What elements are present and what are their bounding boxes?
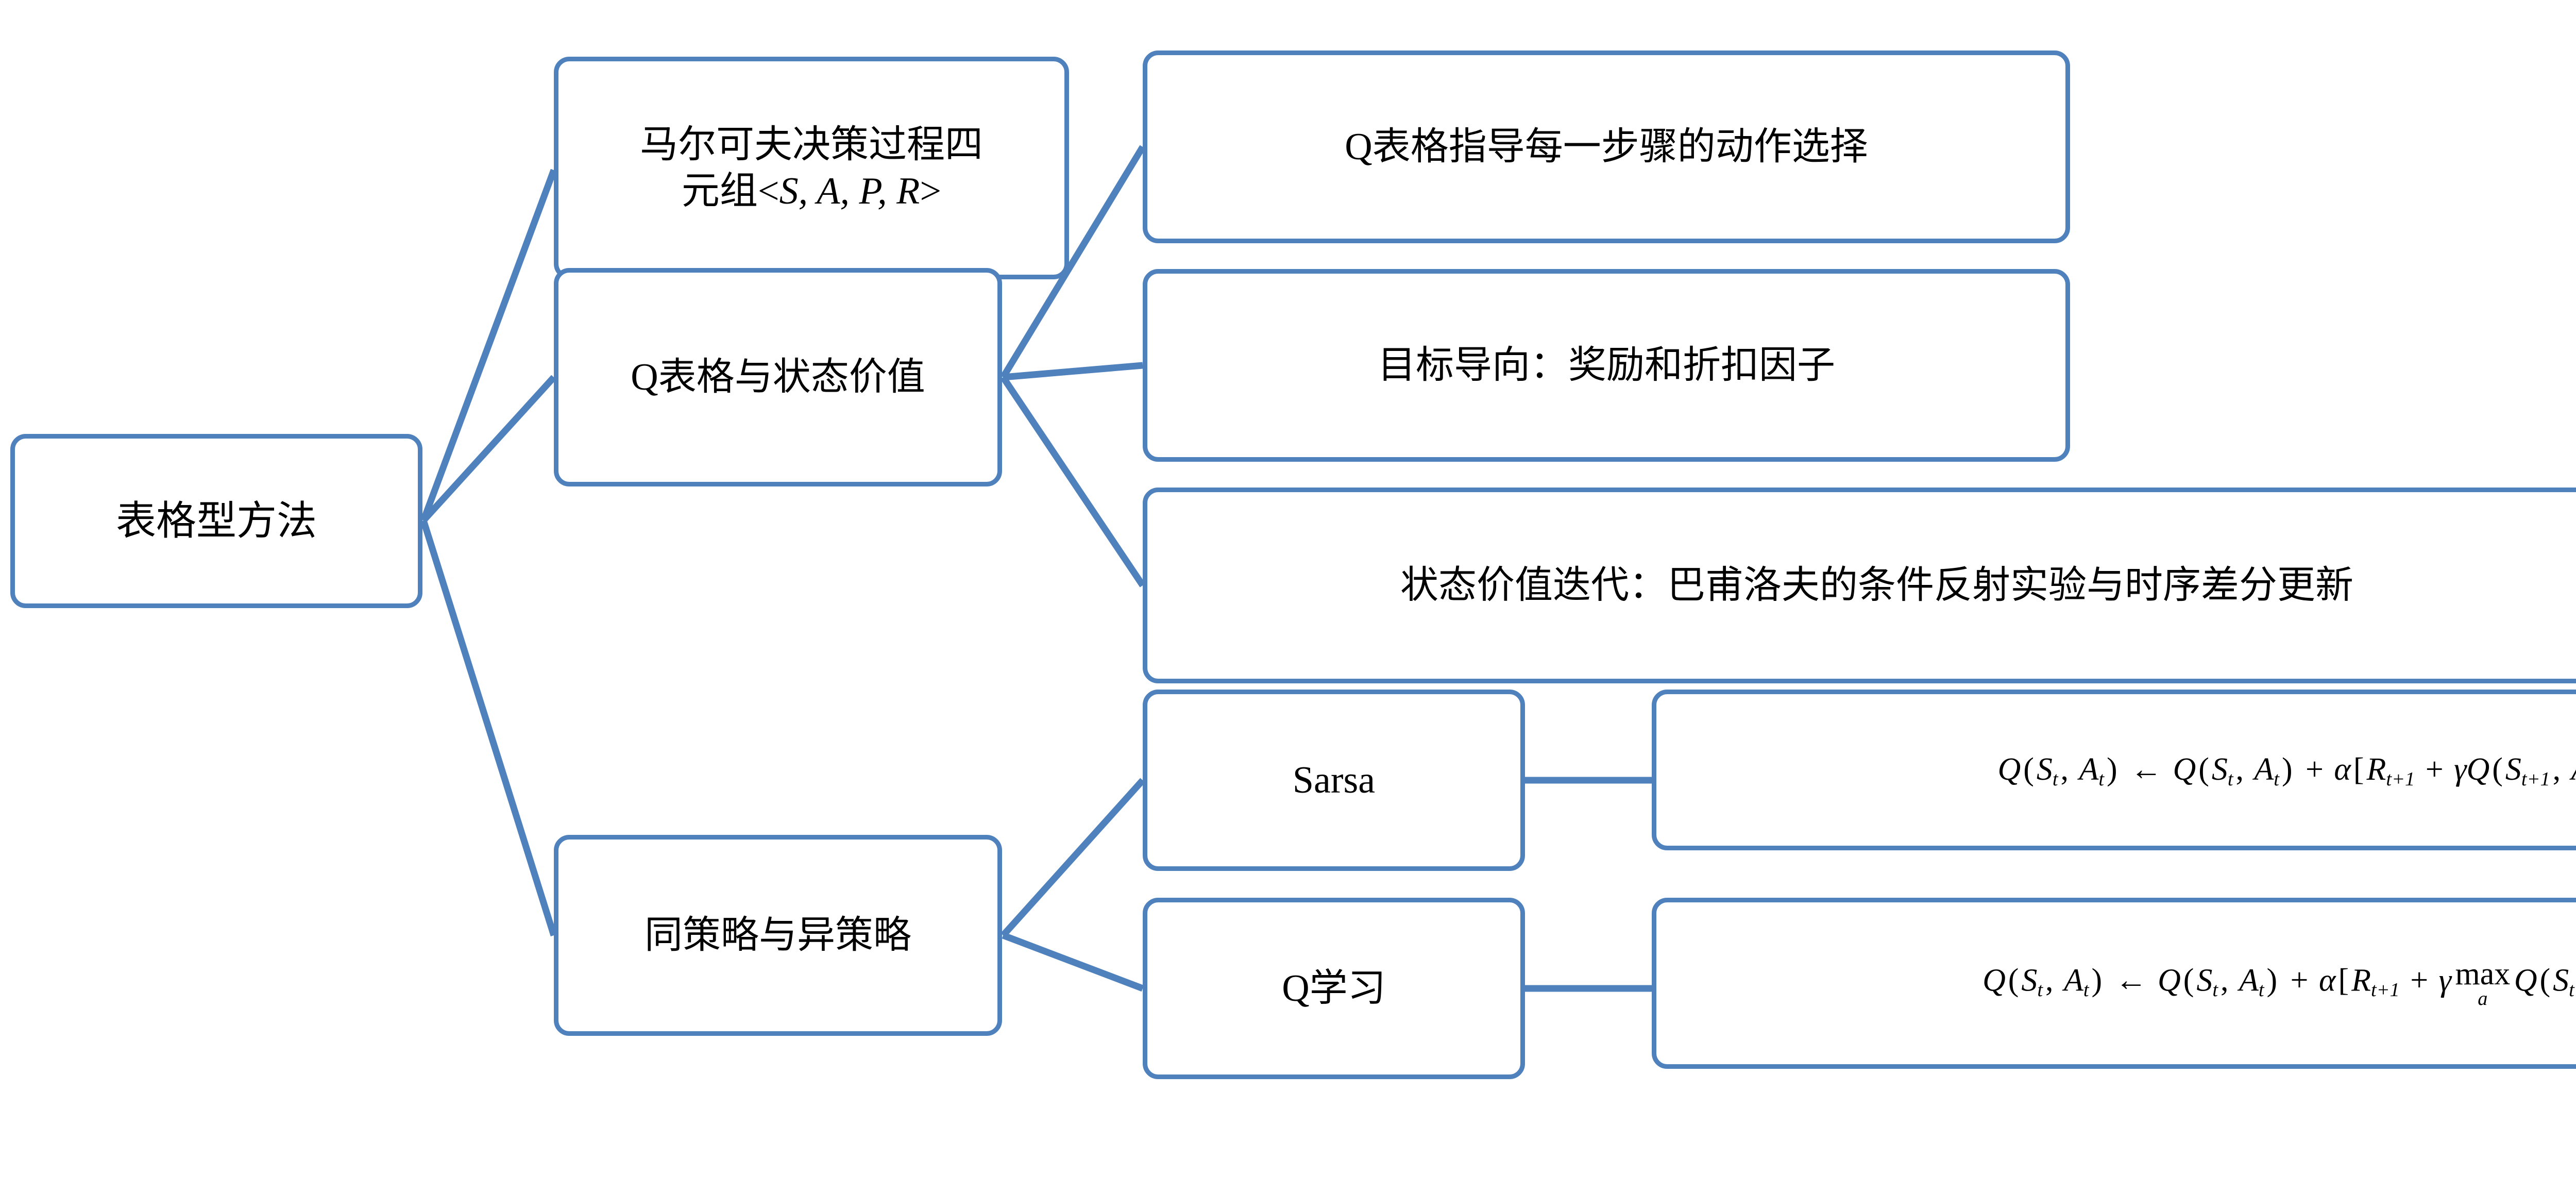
node-mdp-label: 马尔可夫决策过程四 元组<S, A, P, R> [631,122,992,215]
node-mdp-tuple: S, A, P, R [779,170,920,212]
connector-policy-to-qlearn [1002,932,1144,992]
connector-root-to-policy [420,519,557,936]
node-root[interactable]: 表格型方法 [10,434,422,608]
connector-root-to-mdp [420,169,557,522]
node-qtable-label: Q表格与状态价值 [631,356,925,398]
node-td-value[interactable]: 状态价值迭代：巴甫洛夫的条件反射实验与时序差分更新 [1143,488,2576,683]
node-q-guide-label: Q表格指导每一步骤的动作选择 [1345,125,1868,168]
sarsa-formula-expression: Q(St, At) ← Q(St, At) + α[Rt+1 + γQ(St+1… [1997,752,2576,790]
connector-root-to-qtable [421,375,556,523]
node-goal-label: 目标导向：奖励和折扣因子 [1378,344,1835,387]
node-mdp-line2-prefix: 元组< [681,170,779,212]
node-sarsa-label: Sarsa [1292,759,1376,801]
node-sarsa[interactable]: Sarsa [1143,690,1525,871]
node-sarsa-formula[interactable]: Q(St, At) ← Q(St, At) + α[Rt+1 + γQ(St+1… [1652,690,2576,850]
node-q-learning-label: Q学习 [1282,967,1386,1010]
node-root-label: 表格型方法 [115,498,317,544]
node-q-guide[interactable]: Q表格指导每一步骤的动作选择 [1143,51,2070,243]
node-mdp[interactable]: 马尔可夫决策过程四 元组<S, A, P, R> [554,57,1069,279]
node-td-value-label: 状态价值迭代：巴甫洛夫的条件反射实验与时序差分更新 [1400,564,2353,607]
connector-policy-to-sarsa [1001,778,1145,938]
node-q-learning[interactable]: Q学习 [1143,898,1525,1079]
node-policy[interactable]: 同策略与异策略 [554,835,1002,1036]
node-mdp-line2-suffix: > [920,170,942,212]
connector-qtable-to-tdval [1000,375,1146,587]
node-policy-label: 同策略与异策略 [645,914,911,956]
connector-qtable-to-goal [1003,362,1143,381]
node-mdp-line1: 马尔可夫决策过程四 [640,123,983,166]
node-goal[interactable]: 目标导向：奖励和折扣因子 [1143,269,2070,462]
node-qtable[interactable]: Q表格与状态价值 [554,268,1002,486]
